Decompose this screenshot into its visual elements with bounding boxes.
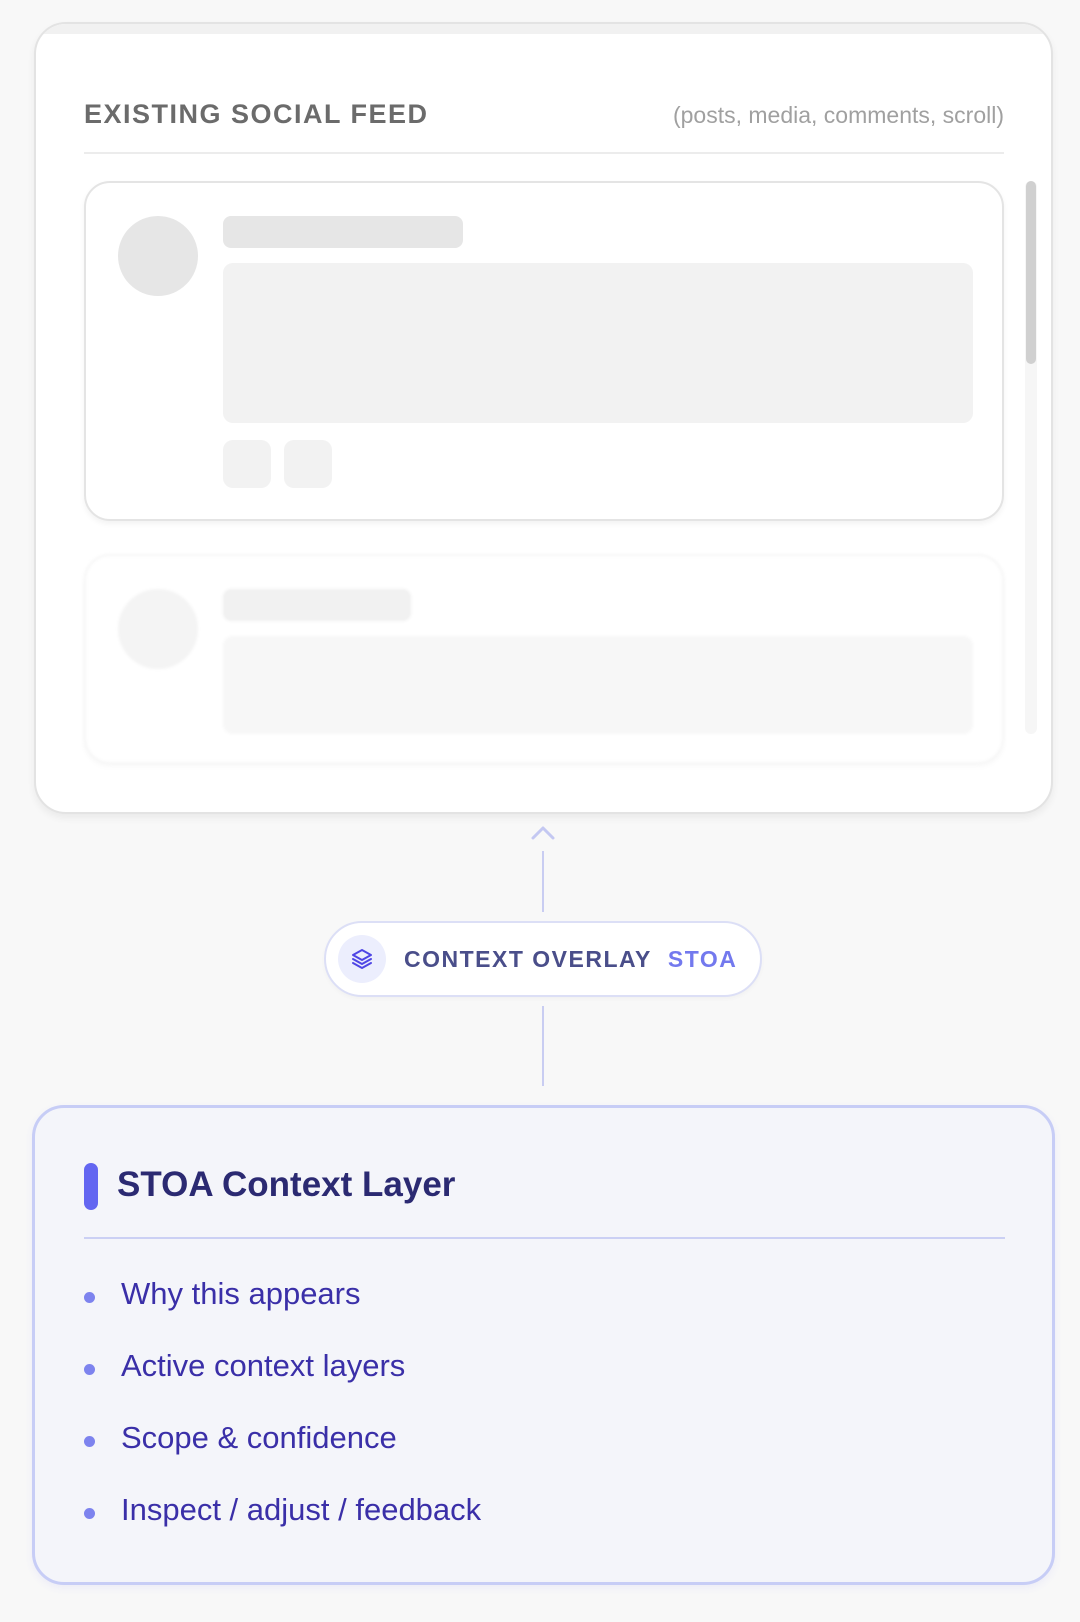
media-placeholder — [223, 263, 973, 423]
overlay-label: CONTEXT OVERLAY — [404, 945, 652, 972]
chevron-up-icon — [531, 826, 555, 840]
context-layer-title: STOA Context Layer — [117, 1165, 456, 1204]
context-layer-panel: STOA Context Layer Why this appears Acti… — [32, 1105, 1055, 1585]
overlay-brand: STOA — [667, 945, 738, 972]
avatar-placeholder — [118, 589, 198, 669]
post-card-placeholder-faded — [84, 554, 1004, 764]
connector-line-lower — [542, 1006, 544, 1086]
feed-header: EXISTING SOCIAL FEED (posts, media, comm… — [84, 79, 1004, 154]
feed-subtitle: (posts, media, comments, scroll) — [672, 102, 1004, 128]
avatar-placeholder — [118, 216, 198, 296]
action-button-placeholder — [284, 440, 332, 488]
list-item: Inspect / adjust / feedback — [84, 1492, 481, 1564]
context-overlay-badge: CONTEXT OVERLAY STOA — [324, 921, 762, 997]
connector-line-upper — [542, 851, 544, 912]
social-feed-panel: EXISTING SOCIAL FEED (posts, media, comm… — [34, 22, 1053, 814]
feed-title: EXISTING SOCIAL FEED — [84, 99, 429, 129]
list-item: Why this appears — [84, 1276, 481, 1348]
title-accent-bar — [84, 1163, 98, 1210]
author-line-placeholder — [223, 589, 411, 621]
list-item: Active context layers — [84, 1348, 481, 1420]
post-card-placeholder — [84, 181, 1004, 521]
media-placeholder — [223, 636, 973, 734]
list-item: Scope & confidence — [84, 1420, 481, 1492]
feed-scrollbar-thumb[interactable] — [1026, 181, 1036, 364]
author-line-placeholder — [223, 216, 463, 248]
layers-icon — [338, 935, 386, 983]
action-button-placeholder — [223, 440, 271, 488]
context-layer-list: Why this appears Active context layers S… — [84, 1276, 481, 1564]
divider — [84, 1237, 1005, 1239]
feed-scrollbar[interactable] — [1025, 181, 1037, 734]
